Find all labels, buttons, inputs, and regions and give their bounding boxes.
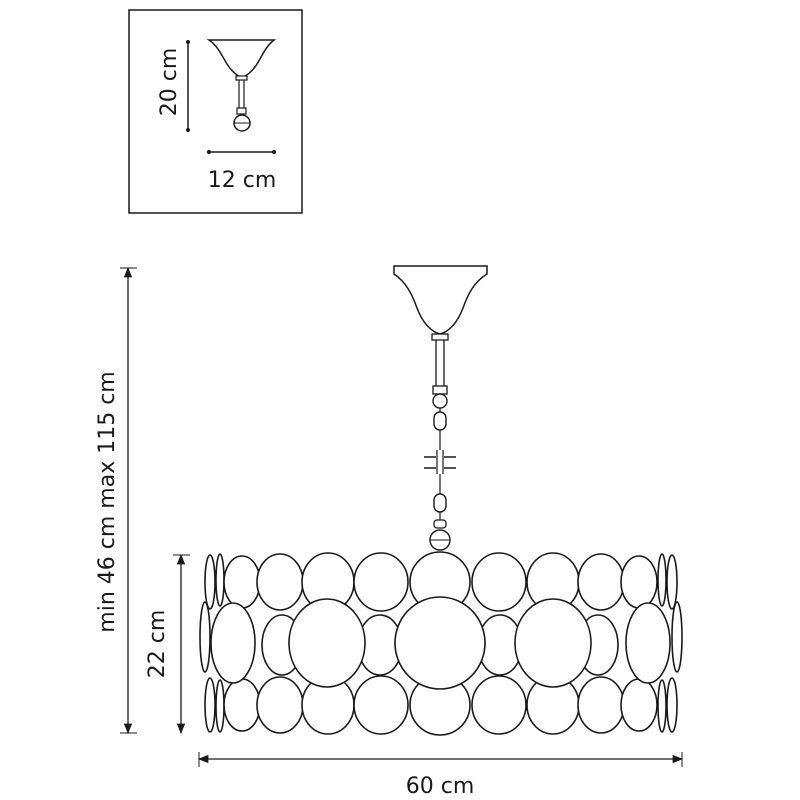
inset-frame (128, 9, 303, 214)
canopy-inset: 20 cm 12 cm (128, 9, 303, 214)
shade-height-dimension: 22 cm (145, 553, 190, 735)
width-label: 60 cm (406, 774, 475, 799)
shade-icon (199, 551, 683, 736)
total-height-dimension: min 46 cm max 115 cm (95, 266, 137, 735)
chain-icon (424, 393, 456, 551)
inset-width-dimension: 12 cm (207, 150, 276, 193)
shade-height-label: 22 cm (145, 610, 170, 679)
total-height-label: min 46 cm max 115 cm (95, 371, 120, 632)
inset-canopy-icon (206, 39, 277, 132)
width-dimension: 60 cm (197, 752, 684, 799)
inset-height-label: 20 cm (157, 48, 182, 117)
inset-width-label: 12 cm (208, 168, 277, 193)
canopy-icon (393, 265, 488, 395)
inset-height-dimension: 20 cm (157, 40, 190, 132)
